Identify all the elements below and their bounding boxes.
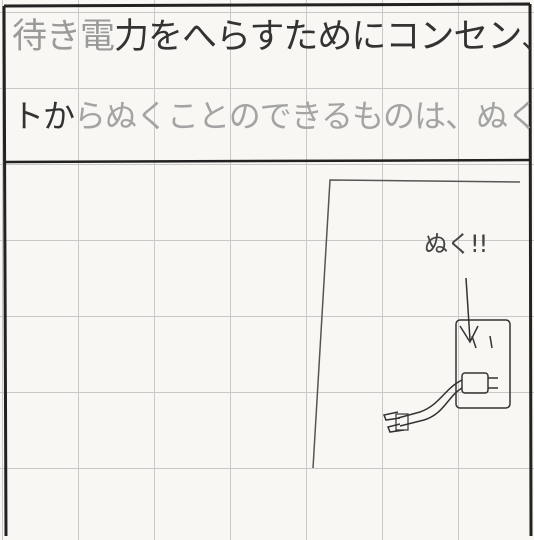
- unplug-label: ぬく!!: [424, 230, 488, 258]
- down-arrow-icon: [459, 277, 479, 344]
- wall-outline: [312, 179, 521, 469]
- plug-icon: [382, 372, 498, 433]
- wall-outlet-icon: [455, 319, 511, 409]
- header-divider: [5, 158, 531, 164]
- header-line-2: トからぬくことのできるものは、ぬく゛: [12, 100, 534, 132]
- header-line-1: 待き電力をへらすためにコンセン、: [12, 20, 534, 55]
- header-line-1-comma: 、: [521, 22, 534, 55]
- header-line-2-end: は、ぬく: [414, 97, 534, 135]
- header-line-1-main: 力をへらすためにコンセン: [114, 17, 522, 57]
- header-line-2-middle: らぬくことのできるもの: [74, 97, 415, 135]
- header-line-2-start: トか: [12, 97, 75, 135]
- header-line-1-start: 待き電: [12, 17, 115, 57]
